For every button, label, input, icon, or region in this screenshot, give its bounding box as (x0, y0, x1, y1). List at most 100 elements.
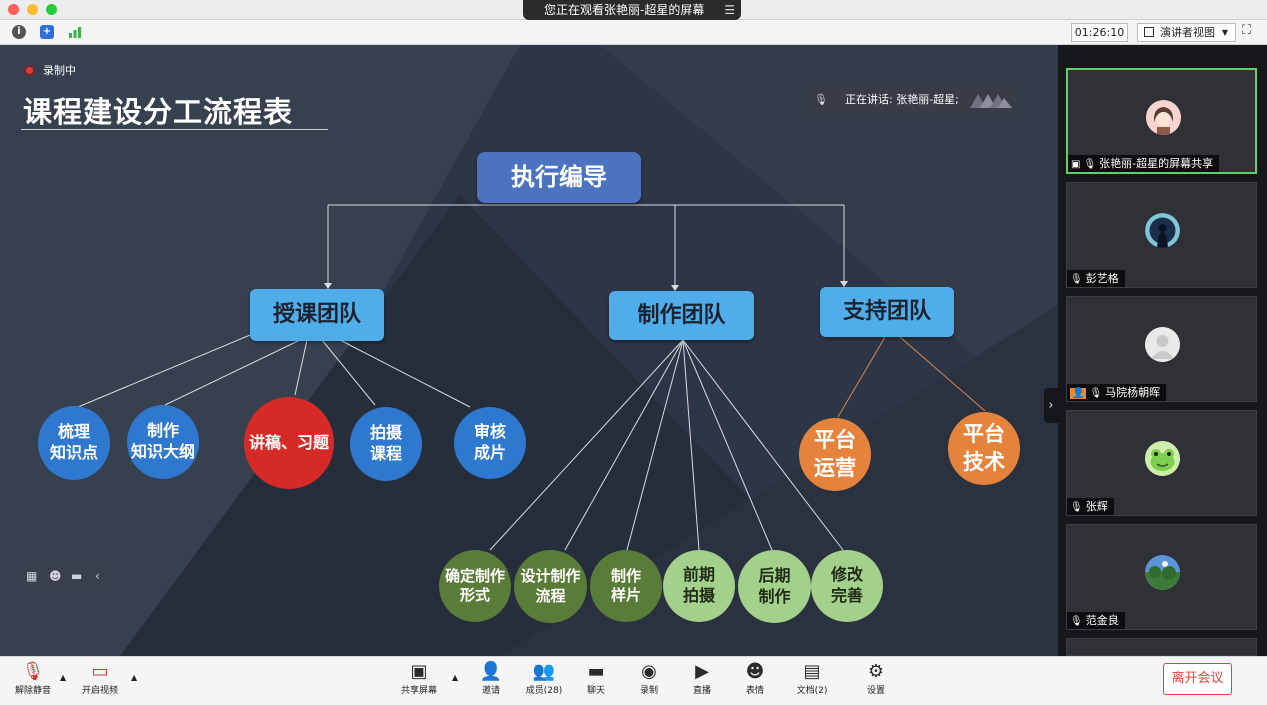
task-line-2: 完善 (830, 586, 863, 605)
participant-label: 👤🎙马院杨朝晖 (1067, 384, 1167, 401)
chat-icon: ▬ (587, 661, 605, 682)
documents-button[interactable]: ▤ 文档(2) (795, 661, 829, 696)
task-line-2: 流程 (535, 586, 566, 605)
live-label: 直播 (692, 686, 711, 696)
meeting-toolbar: i + 01:26:10 演讲者视图 ▼ ⛶ (0, 20, 1267, 45)
microphone-muted-icon: 🎙 (21, 661, 45, 682)
start-video-button[interactable]: ▭ 开启视频 (80, 661, 120, 696)
video-options-chevron-up-icon[interactable]: ▲ (131, 673, 138, 682)
minimize-window-button[interactable] (27, 4, 38, 15)
avatar (1145, 441, 1180, 476)
unmute-button[interactable]: 🎙 解除静音 (13, 661, 53, 696)
flow-task-node: 拍摄课程 (350, 407, 422, 481)
record-label: 录制 (639, 686, 658, 696)
flow-team-production: 制作团队 (609, 291, 754, 340)
task-line-2: 样片 (610, 586, 641, 604)
flow-task-node: 制作样片 (590, 550, 662, 622)
microphone-icon: 🎙 (814, 93, 828, 106)
task-line-1: 设计制作 (520, 567, 581, 585)
flow-task-node: 设计制作流程 (514, 550, 587, 623)
participant-label: 🎙彭艺格 (1067, 270, 1125, 287)
avatar (1146, 100, 1181, 135)
flow-task-node: 讲稿、习题 (244, 397, 334, 489)
members-label: 成员(28) (525, 686, 563, 696)
invite-label: 邀请 (481, 686, 500, 696)
flow-task-node: 后期制作 (738, 550, 811, 623)
share-options-chevron-up-icon[interactable]: ▲ (452, 673, 459, 682)
close-window-button[interactable] (8, 4, 19, 15)
live-button[interactable]: ▶ 直播 (688, 661, 716, 696)
recording-label: 录制中 (43, 64, 76, 77)
chat-bubble-icon[interactable]: ▬ (71, 569, 83, 583)
settings-button[interactable]: ⚙ 设置 (862, 661, 890, 696)
task-line-1: 后期 (758, 565, 791, 585)
info-icon[interactable]: i (12, 25, 26, 39)
fullscreen-icon[interactable]: ⛶ (1242, 23, 1252, 38)
participant-name: 张艳丽-超星的屏幕共享 (1099, 157, 1214, 170)
zoom-window-button[interactable] (46, 4, 57, 15)
chevron-left-icon[interactable]: ‹ (95, 569, 100, 583)
add-user-icon: 👤 (479, 661, 503, 682)
task-line-1: 制作 (610, 566, 641, 585)
task-line-2: 拍摄 (682, 586, 715, 605)
participant-tile[interactable]: ▣🎙张艳丽-超星的屏幕共享 (1066, 68, 1257, 174)
task-line-2: 知识大纲 (130, 442, 195, 461)
avatar-girl-icon (1146, 100, 1181, 135)
participant-tile[interactable] (1066, 638, 1257, 656)
participant-tile[interactable]: 🎙范金良 (1066, 524, 1257, 630)
record-icon: ◉ (641, 661, 657, 682)
flow-task-node: 制作知识大纲 (127, 405, 199, 479)
unmute-label: 解除静音 (14, 686, 51, 696)
members-button[interactable]: 👥 成员(28) (524, 661, 564, 696)
participant-label: 🎙范金良 (1067, 612, 1125, 629)
recording-dot-icon (24, 65, 35, 76)
leave-meeting-button[interactable]: 离开会议 (1163, 663, 1232, 695)
share-banner: 您正在观看张艳丽-超星的屏幕 ☰ (523, 0, 741, 20)
participant-tile[interactable]: 🎙张辉 (1066, 410, 1257, 516)
layout-grid-icon[interactable]: ▦ (26, 569, 38, 583)
task-line-2: 形式 (459, 586, 490, 604)
flow-task-node: 确定制作形式 (439, 550, 511, 622)
view-mode-label: 演讲者视图 (1160, 26, 1215, 39)
audio-options-chevron-up-icon[interactable]: ▲ (60, 673, 67, 682)
invite-button[interactable]: 👤 邀请 (476, 661, 506, 696)
task-line-2: 知识点 (49, 443, 98, 462)
view-mode-dropdown[interactable]: 演讲者视图 ▼ (1137, 23, 1236, 42)
task-line-2: 成片 (473, 443, 506, 462)
recording-indicator: 录制中 (24, 62, 76, 78)
menu-icon[interactable]: ☰ (724, 3, 735, 17)
participant-name: 范金良 (1085, 614, 1119, 627)
record-button[interactable]: ◉ 录制 (635, 661, 663, 696)
reaction-button[interactable]: ☻ 表情 (741, 661, 769, 696)
share-screen-button[interactable]: ▣ 共享屏幕 (399, 661, 439, 696)
participant-tile[interactable]: 🎙彭艺格 (1066, 182, 1257, 288)
task-line-1: 平台 (963, 422, 1005, 447)
chat-button[interactable]: ▬ 聊天 (582, 661, 610, 696)
task-line-1: 拍摄 (369, 423, 402, 443)
participant-tile[interactable]: 👤🎙马院杨朝晖 (1066, 296, 1257, 402)
task-line-1: 确定制作 (444, 566, 505, 585)
brand-logo-icon (970, 94, 1012, 108)
emoji-icon: ☻ (745, 661, 765, 682)
share-banner-text: 您正在观看张艳丽-超星的屏幕 (544, 3, 705, 17)
screen-share-icon: ▣ (1071, 159, 1081, 170)
signal-strength-icon[interactable] (68, 25, 82, 39)
participant-name: 张辉 (1085, 500, 1108, 513)
start-video-label: 开启视频 (81, 686, 118, 696)
avatar (1145, 555, 1180, 590)
sidebar-toggle-chevron-right-icon[interactable]: › (1044, 388, 1058, 423)
task-line-1: 修改 (830, 565, 863, 585)
security-shield-icon[interactable]: + (40, 25, 54, 39)
active-speaker-text: 正在讲话: 张艳丽-超星; (845, 93, 959, 106)
default-user-icon (1145, 327, 1180, 362)
flow-task-node: 平台技术 (948, 412, 1020, 485)
participant-name: 马院杨朝晖 (1105, 386, 1161, 399)
participant-label: ▣🎙张艳丽-超星的屏幕共享 (1068, 155, 1220, 172)
documents-label: 文档(2) (796, 686, 828, 696)
speaker-view-icon (1144, 27, 1154, 37)
task-line-2: 制作 (758, 586, 791, 606)
microphone-muted-icon: 🎙 (1070, 274, 1083, 285)
emoji-icon[interactable]: ☻ (49, 569, 62, 583)
task-line-2: 技术 (963, 449, 1005, 474)
task-line-2: 运营 (814, 455, 856, 480)
